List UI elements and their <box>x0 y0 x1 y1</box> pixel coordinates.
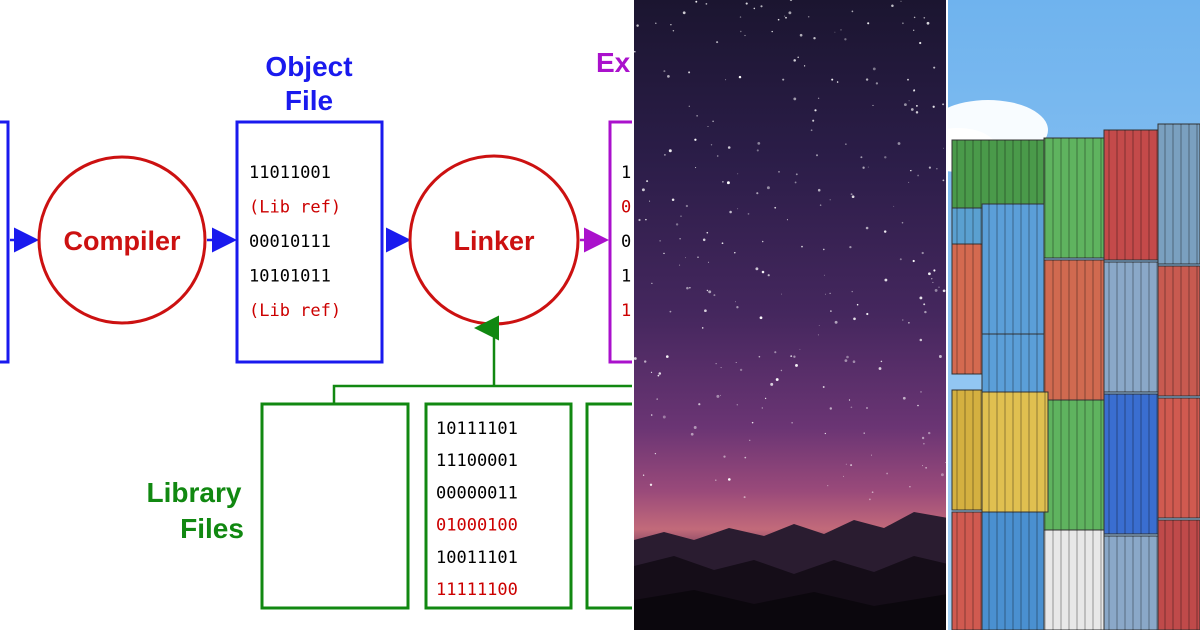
compiler-circle <box>37 155 207 325</box>
library-file-line: 01000100 <box>436 516 518 536</box>
library-file-line: 00000011 <box>436 483 518 503</box>
executable-file-line: 0 <box>621 232 631 252</box>
linker-label: Linker <box>453 226 535 256</box>
object-file-line: 11011001 <box>249 163 331 183</box>
library-file-box-3 <box>585 402 634 610</box>
library-file-line: 10011101 <box>436 548 518 568</box>
executable-file-line: 1 <box>621 301 631 321</box>
object-file-line: 00010111 <box>249 232 331 252</box>
library-file-line: 11111100 <box>436 580 518 600</box>
object-file-contents: 11011001 (Lib ref) 00010111 10101011 (Lib re… <box>249 163 341 321</box>
object-file-line: 10101011 <box>249 267 331 287</box>
executable-title-partial: Ex <box>596 47 631 78</box>
executable-file-line: 0 <box>621 198 631 218</box>
containers-image <box>948 0 1200 630</box>
object-file-line: (Lib ref) <box>249 198 341 218</box>
night-sky-photo <box>634 0 948 630</box>
library-file-line: 10111101 <box>436 419 518 439</box>
object-file-box <box>235 120 384 364</box>
executable-file-line: 1 <box>621 163 631 183</box>
source-file-box <box>0 120 10 364</box>
executable-file-box <box>608 120 634 364</box>
library-file-box-2 <box>424 402 573 610</box>
linker-diagram-panel: Compiler Object File 11011001(Lib ref)00… <box>0 47 634 610</box>
object-file-title-line2: File <box>285 85 333 116</box>
executable-file-line: 1 <box>621 267 631 287</box>
stars <box>634 0 948 501</box>
compiler-label: Compiler <box>63 226 181 256</box>
linker-diagram: Compiler Object File 11011001(Lib ref)00… <box>0 47 634 610</box>
library-files-label-line1: Library <box>147 477 242 508</box>
object-file-line: (Lib ref) <box>249 301 341 321</box>
object-file-title-line1: Object <box>265 51 352 82</box>
library-file-contents: 10111101 11100001 00000011 01000100 10011101… <box>436 419 518 600</box>
library-connector-line <box>332 384 634 404</box>
container-stack <box>951 123 1200 630</box>
library-file-box-1 <box>260 402 410 610</box>
library-file-line: 11100001 <box>436 451 518 471</box>
library-files-label-line2: Files <box>180 513 244 544</box>
executable-file-contents: 1 0 0 1 1 <box>621 163 631 321</box>
shipping-containers-photo <box>948 0 1200 630</box>
night-sky-image <box>634 0 948 630</box>
